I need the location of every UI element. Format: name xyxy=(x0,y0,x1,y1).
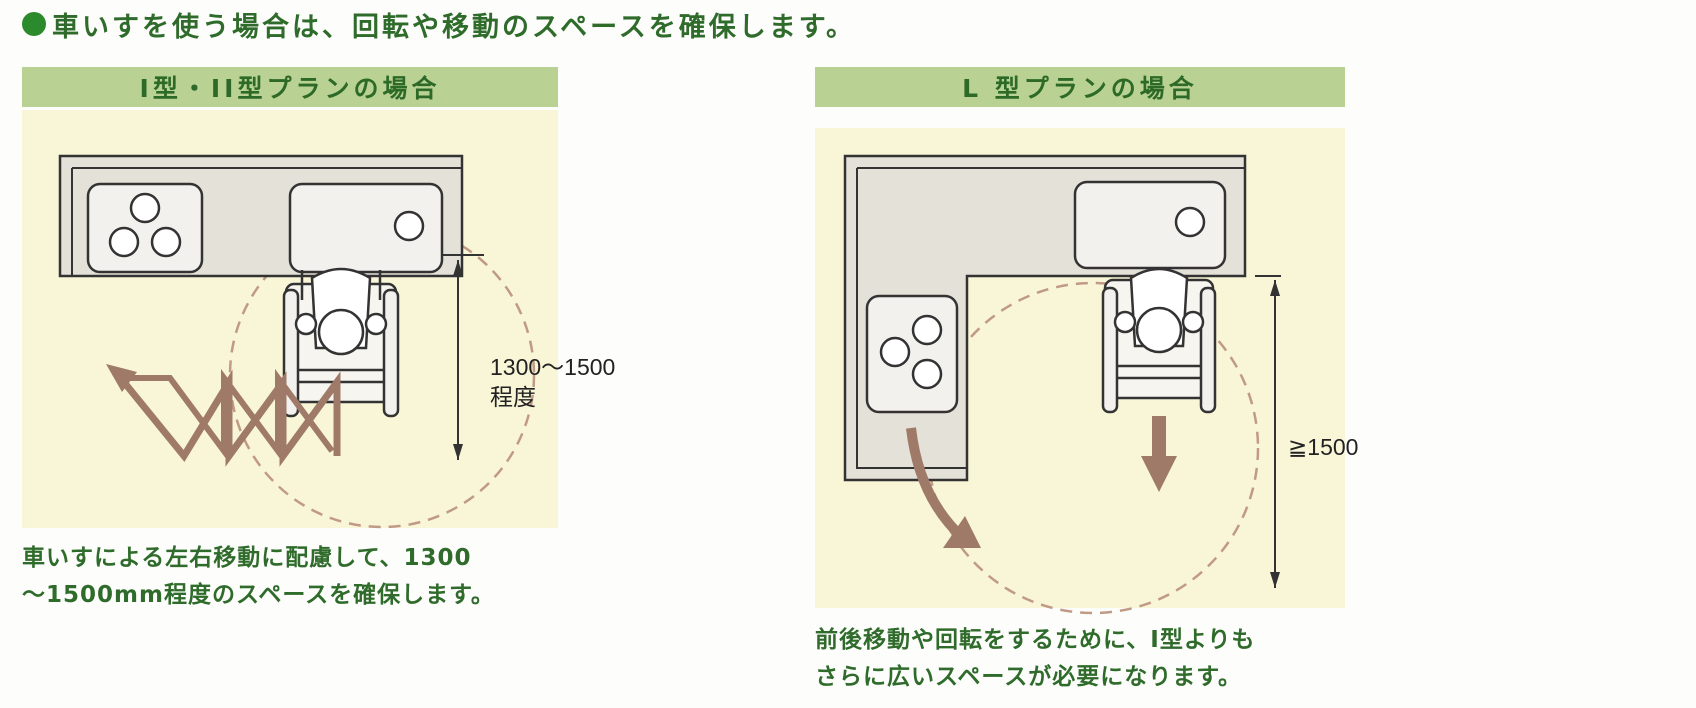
left-caption: 車いすによる左右移動に配慮して、1300 〜1500mm程度のスペースを確保しま… xyxy=(22,540,495,614)
sink-icon xyxy=(288,182,444,274)
left-caption-line1: 車いすによる左右移動に配慮して、1300 xyxy=(22,545,472,571)
left-panel-title: I型・II型プランの場合 xyxy=(22,67,558,107)
left-dimension-line xyxy=(442,254,484,460)
left-turning-circle xyxy=(228,221,536,529)
left-zigzag-path xyxy=(106,364,341,467)
right-dimension-line xyxy=(1255,275,1281,588)
zigzag-arrow-shape xyxy=(106,364,341,467)
left-diagram xyxy=(58,154,536,529)
left-caption-line2: 〜1500mm程度のスペースを確保します。 xyxy=(22,582,495,608)
left-dimension-label: 1300〜1500 程度 xyxy=(490,352,615,412)
right-dimension-value: ≧1500 xyxy=(1288,434,1359,460)
right-caption: 前後移動や回転をするために、I型よりも さらに広いスペースが必要になります。 xyxy=(815,622,1255,696)
sink-icon xyxy=(1073,180,1227,270)
heading-text: 車いすを使う場合は、回転や移動のスペースを確保します。 xyxy=(52,11,857,43)
page-heading: 車いすを使う場合は、回転や移動のスペースを確保します。 xyxy=(22,2,856,46)
right-caption-line2: さらに広いスペースが必要になります。 xyxy=(815,664,1242,690)
right-dimension-label: ≧1500 xyxy=(1288,432,1358,462)
left-dimension-value: 1300〜1500 xyxy=(490,354,616,380)
stove-icon xyxy=(86,182,204,274)
left-dimension-unit: 程度 xyxy=(490,384,536,410)
down-arrow-icon xyxy=(1141,416,1177,492)
right-panel-title: L 型プランの場合 xyxy=(815,67,1345,107)
bullet-icon xyxy=(22,12,46,36)
right-turning-circle xyxy=(926,281,1260,615)
wheelchair-icon xyxy=(282,267,400,418)
curved-arrow-icon xyxy=(906,427,981,548)
stove-icon xyxy=(865,294,959,414)
wheelchair-icon xyxy=(1101,267,1217,414)
right-diagram xyxy=(843,154,1281,615)
right-caption-line1: 前後移動や回転をするために、I型よりも xyxy=(815,627,1256,653)
